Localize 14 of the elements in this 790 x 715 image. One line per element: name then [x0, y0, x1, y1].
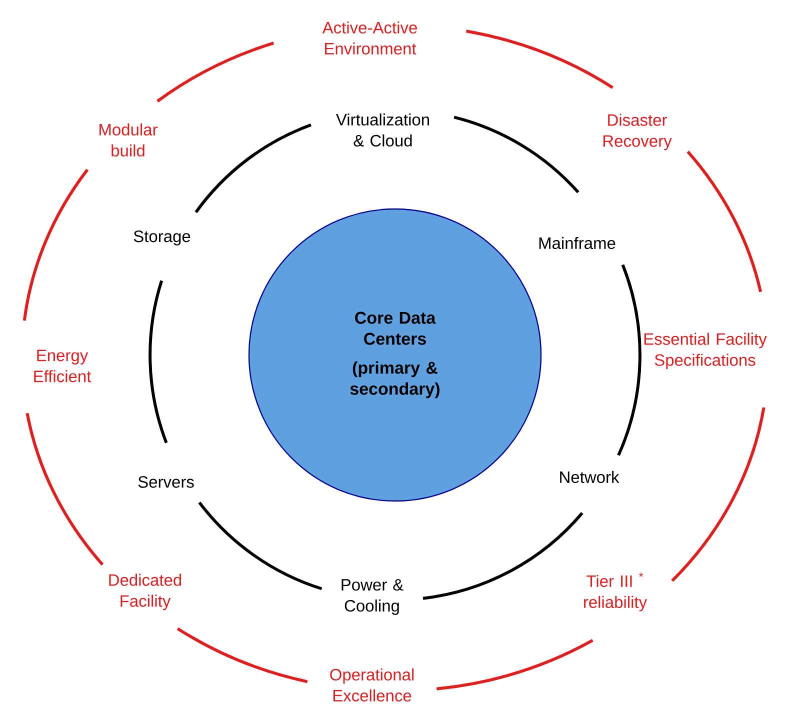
ring-label: Mainframe: [539, 236, 616, 250]
ring-label: Energy Efficient: [34, 350, 92, 382]
ring-label: Modular build: [100, 123, 158, 157]
ring-label: Tier III $^{*}$ reliability: [584, 572, 648, 612]
ring-label: Operational Excellence: [330, 668, 414, 702]
ring-label: Storage: [134, 230, 190, 246]
ring-label: Power & Cooling: [342, 579, 404, 615]
ring-label: Essential Facility Specifications: [644, 332, 767, 370]
ring-label: Virtualization & Cloud: [336, 113, 429, 147]
ring-label: Servers: [138, 476, 194, 488]
ring-label: Dedicated Facility: [109, 574, 182, 610]
ring-label: Network: [560, 470, 620, 484]
ring-label: Active-Active Environment: [322, 21, 417, 55]
ring-label: Disaster Recovery: [604, 114, 672, 150]
